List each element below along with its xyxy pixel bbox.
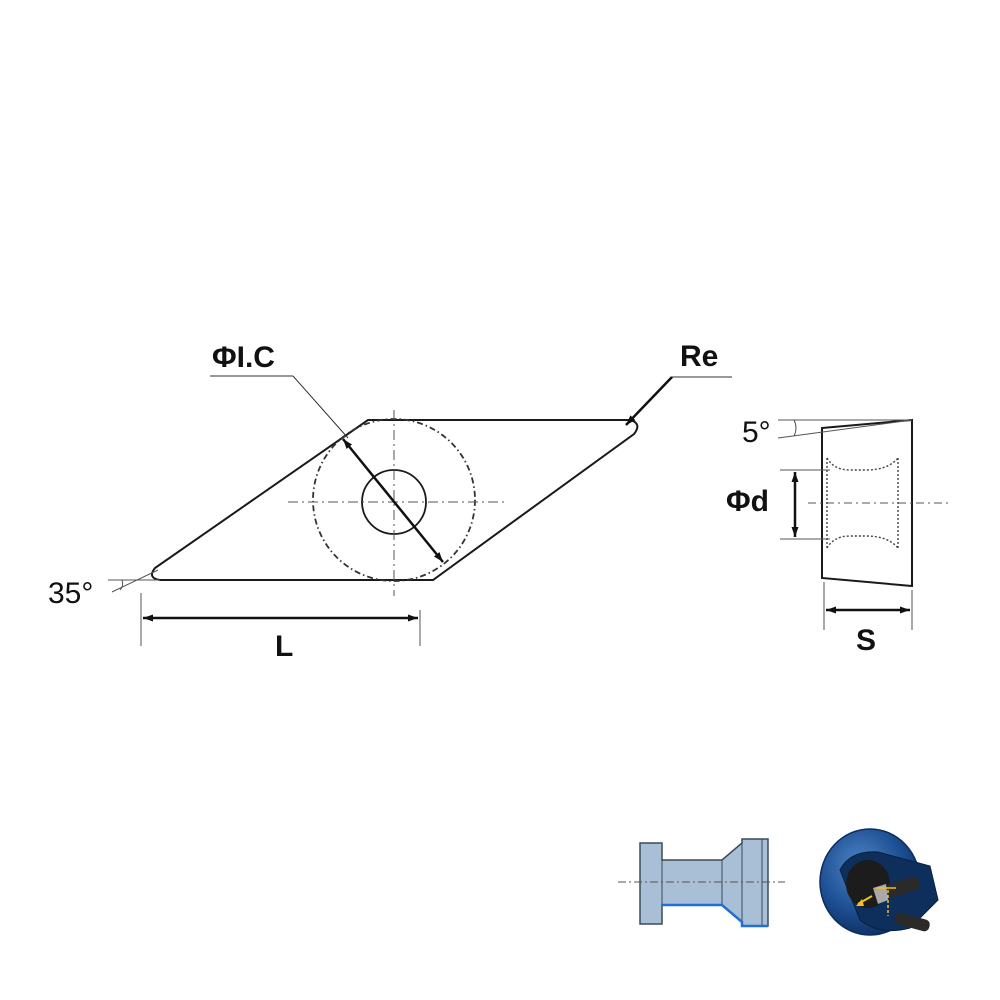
angle-5-slope-line [777,419,913,439]
re-label: Re [680,340,718,373]
hole-profile-bottom [826,535,899,549]
angle-35-ref-line [111,569,159,593]
insert-outline [150,419,639,581]
angle-5-label: 5° [742,416,771,449]
side-outline [821,418,913,588]
hole-profile-top [826,457,899,471]
hole-d-label: Φd [726,485,769,518]
length-label: L [275,630,293,663]
ic-dimension-arrow [342,438,444,563]
insert-side-view: 5° Φd S [726,416,948,657]
insert-top-view: ΦI.C Re 35° L [48,340,732,663]
countersunk-hole-section-icon [618,838,785,928]
ic-label: ΦI.C [212,341,275,374]
angle-5-arc [793,419,797,437]
angle-35-label: 35° [48,577,93,610]
thickness-label: S [856,624,876,657]
angle-35-arc [119,579,124,591]
ic-leader-diagonal [292,375,349,439]
re-arrow [625,376,673,426]
screw-clamp-3d-icon [819,828,939,936]
